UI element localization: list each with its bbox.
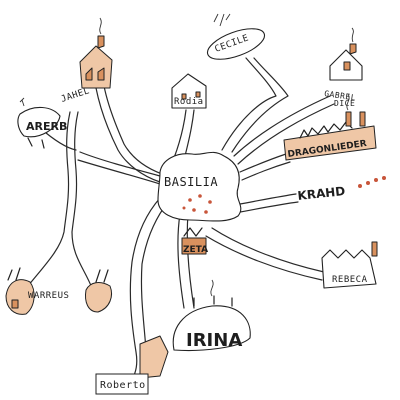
- basilia-label: BASILIA: [164, 175, 218, 189]
- basilia-city[interactable]: BASILIA: [157, 151, 242, 222]
- arerb-sign[interactable]: ARERB: [17, 97, 67, 149]
- roberto-label: Roberto: [100, 380, 146, 391]
- road-krahd-inner: [239, 201, 299, 213]
- warreus-houses[interactable]: WARREUS: [5, 267, 112, 315]
- gabriel-label-2: DICE: [334, 99, 355, 108]
- gabriel-house[interactable]: GABREL DICE: [324, 27, 363, 108]
- arerb-label: ARERB: [26, 120, 67, 133]
- road-irina-inner: [186, 213, 195, 309]
- road-krahd: [239, 193, 297, 205]
- road-gabriel-inner: [237, 103, 335, 165]
- basilia-dots: [182, 194, 212, 214]
- road-rodia: [173, 109, 187, 159]
- road-jahel-west: [27, 111, 71, 287]
- dragonlieder-factory[interactable]: DRAGONLIEDER: [283, 93, 377, 161]
- roberto-house[interactable]: Roberto: [95, 335, 169, 395]
- road-house-down-inner: [103, 85, 163, 175]
- zeta-marker[interactable]: ZETA: [181, 227, 208, 255]
- rodia-house[interactable]: Rodia: [171, 73, 207, 109]
- road-cecile: [221, 57, 277, 151]
- road-dragon: [239, 153, 287, 173]
- rebeca-label: REBECA: [332, 275, 368, 285]
- road-west-main-inner: [77, 159, 161, 185]
- road-gabriel: [233, 95, 331, 157]
- road-irina: [177, 213, 185, 309]
- krahd-marker[interactable]: KRAHD: [297, 176, 386, 203]
- road-dragon-inner: [241, 161, 291, 181]
- road-cecile-inner: [231, 57, 289, 153]
- krahd-dots: [358, 176, 386, 188]
- road-rebeca-inner: [205, 235, 323, 281]
- rebeca-factory[interactable]: REBECA: [321, 241, 378, 289]
- gabriel-label-1: GABREL: [324, 89, 357, 102]
- irina-label: IRINA: [186, 330, 242, 351]
- road-south-left-inner: [140, 201, 169, 351]
- road-jahel-west-inner: [71, 111, 93, 289]
- krahd-label: KRAHD: [297, 184, 346, 203]
- zeta-label: ZETA: [183, 245, 208, 255]
- road-south-left: [129, 197, 161, 381]
- road-network: [27, 57, 335, 381]
- road-house-down: [95, 87, 161, 183]
- warreus-label: WARREUS: [28, 291, 69, 301]
- irina-arena[interactable]: IRINA: [172, 279, 251, 351]
- jahel-chimney: [97, 35, 105, 49]
- road-west-main: [79, 151, 161, 177]
- jahel-label: JAHEL: [60, 86, 91, 105]
- cecile-sign[interactable]: CECILE: [204, 13, 269, 66]
- rodia-label: Rodia: [174, 97, 204, 107]
- road-rebeca: [211, 227, 325, 273]
- jahel-house[interactable]: [79, 17, 113, 89]
